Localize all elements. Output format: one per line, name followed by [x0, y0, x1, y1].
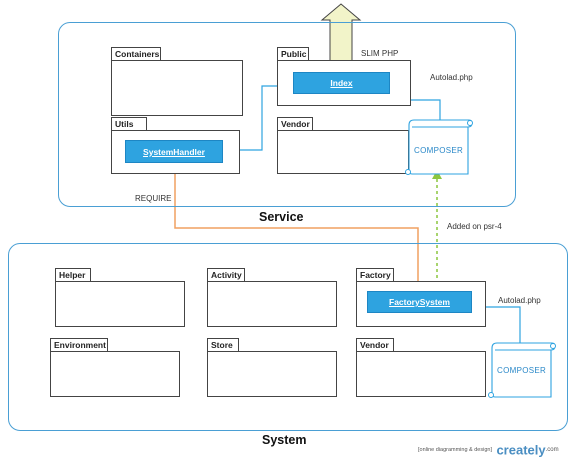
creately-brand: creately [496, 442, 546, 458]
slim-php-label: SLIM PHP [361, 49, 399, 58]
creately-tld: .com [545, 446, 559, 453]
store-tab[interactable]: Store [207, 338, 239, 352]
system-vendor-package[interactable] [356, 351, 486, 397]
helper-tab[interactable]: Helper [55, 268, 91, 282]
containers-package[interactable] [111, 60, 243, 116]
creately-tagline: [online diagramming & design] [418, 446, 492, 453]
system-frame [8, 243, 568, 431]
system-vendor-tab[interactable]: Vendor [356, 338, 394, 352]
environment-package[interactable] [50, 351, 180, 397]
service-title: Service [259, 210, 304, 224]
activity-tab[interactable]: Activity [207, 268, 245, 282]
service-vendor-tab[interactable]: Vendor [277, 117, 313, 131]
system-title: System [262, 433, 307, 447]
service-vendor-package[interactable] [277, 130, 409, 174]
containers-tab[interactable]: Containers [111, 47, 161, 61]
activity-package[interactable] [207, 281, 337, 327]
system-handler-class[interactable]: SystemHandler [125, 140, 223, 163]
factory-tab[interactable]: Factory [356, 268, 394, 282]
index-class[interactable]: Index [293, 72, 390, 94]
public-tab[interactable]: Public [277, 47, 309, 61]
service-autoload-label: Autolad.php [430, 73, 473, 82]
system-autoload-label: Autolad.php [498, 296, 541, 305]
environment-tab[interactable]: Environment [50, 338, 108, 352]
psr4-label: Added on psr-4 [447, 222, 502, 231]
utils-tab[interactable]: Utils [111, 117, 147, 131]
helper-package[interactable] [55, 281, 185, 327]
system-composer-label: COMPOSER [497, 366, 547, 375]
factory-system-class[interactable]: FactorySystem [367, 291, 472, 313]
creately-footer[interactable]: [online diagramming & design] creately.c… [418, 441, 559, 459]
store-package[interactable] [207, 351, 337, 397]
service-composer-label: COMPOSER [414, 146, 464, 155]
service-frame [58, 22, 516, 207]
require-label: REQUIRE [135, 194, 172, 203]
